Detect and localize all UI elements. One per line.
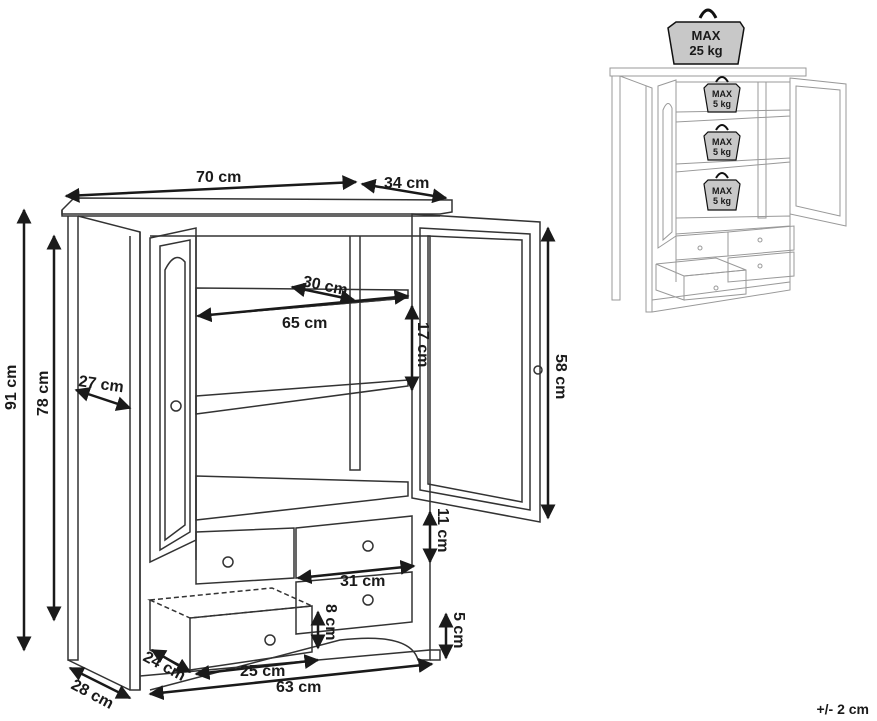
label-total-height: 91 cm xyxy=(3,365,20,410)
label-drawer-inner-width: 25 cm xyxy=(240,663,285,680)
label-base-width: 63 cm xyxy=(276,679,321,696)
label-width-top: 70 cm xyxy=(196,169,241,186)
weight-shelf-3-line2: 5 kg xyxy=(713,196,731,206)
weight-icon-shelf-2: MAX 5 kg xyxy=(703,124,741,161)
weight-shelf-2-line1: MAX xyxy=(712,137,732,147)
dimension-arrows xyxy=(16,175,556,701)
tolerance-note: +/- 2 cm xyxy=(816,701,869,717)
label-body-height: 78 cm xyxy=(35,371,52,416)
load-capacity-inset: MAX 25 kg MAX 5 kg MAX 5 kg MAX 5 kg xyxy=(609,8,847,313)
label-shelf-width: 65 cm xyxy=(282,315,327,332)
label-door-height: 58 cm xyxy=(552,354,569,399)
label-depth-top: 34 cm xyxy=(384,175,429,192)
weight-icon-shelf-1: MAX 5 kg xyxy=(703,76,741,113)
weight-shelf-2-line2: 5 kg xyxy=(713,147,731,157)
weight-shelf-1-line1: MAX xyxy=(712,89,732,99)
weight-top-line2: 25 kg xyxy=(689,43,722,58)
weight-top-line1: MAX xyxy=(692,28,721,43)
label-drawer-inner-height: 8 cm xyxy=(322,604,339,640)
weight-shelf-1-line2: 5 kg xyxy=(713,99,731,109)
dimension-labels: 70 cm 34 cm 30 cm 65 cm 17 cm 58 cm 27 c… xyxy=(3,169,569,713)
label-side-depth: 27 cm xyxy=(77,373,124,396)
label-shelf-gap: 17 cm xyxy=(414,322,431,367)
label-drawer-width: 31 cm xyxy=(340,573,385,590)
weight-icon-top: MAX 25 kg xyxy=(667,8,745,65)
inset-cabinet-drawing xyxy=(609,67,847,313)
cabinet-drawing xyxy=(61,197,543,691)
label-drawer-inner-depth: 24 cm xyxy=(140,649,188,685)
label-base-depth: 28 cm xyxy=(68,677,116,713)
weight-icon-shelf-3: MAX 5 kg xyxy=(703,172,741,211)
weight-shelf-3-line1: MAX xyxy=(712,186,732,196)
label-leg-height: 5 cm xyxy=(450,612,467,648)
label-shelf-depth: 30 cm xyxy=(301,273,349,299)
label-drawer-height: 11 cm xyxy=(434,508,451,552)
